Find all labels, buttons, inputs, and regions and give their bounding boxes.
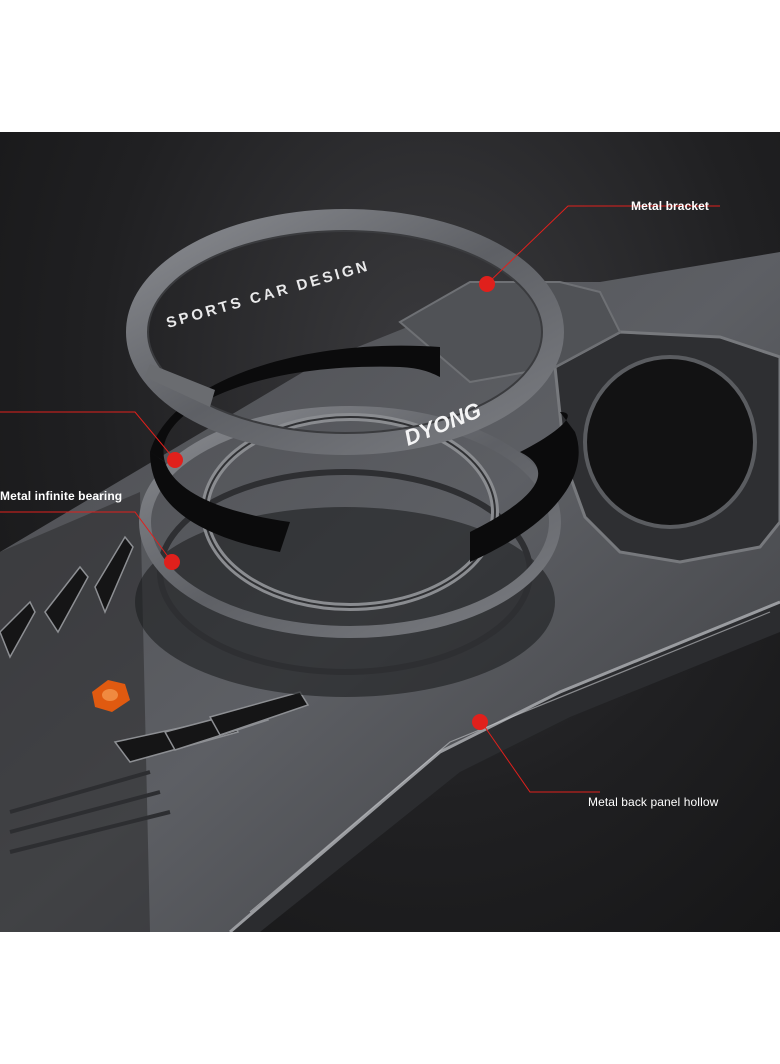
rubber-ring: [150, 345, 440, 462]
callout-metal-infinite-bearing: Metal infinite bearing: [0, 489, 123, 503]
case-illustration: SPORTS CAR DESIGN DYONG: [0, 205, 780, 932]
ring-arc-text: SPORTS CAR DESIGN: [164, 257, 372, 332]
product-photo: SPORTS CAR DESIGN DYONG Metal bracket Me…: [0, 132, 780, 932]
callout-lines: [0, 205, 720, 793]
callout-dots: [164, 276, 495, 730]
vent-slots: [0, 535, 310, 763]
bearing-ring: [139, 406, 561, 638]
bracket-ring: [126, 209, 564, 455]
callout-metal-back-panel-hollow: Metal back panel hollow: [588, 795, 719, 809]
callout-metal-bracket: Metal bracket: [631, 199, 709, 213]
